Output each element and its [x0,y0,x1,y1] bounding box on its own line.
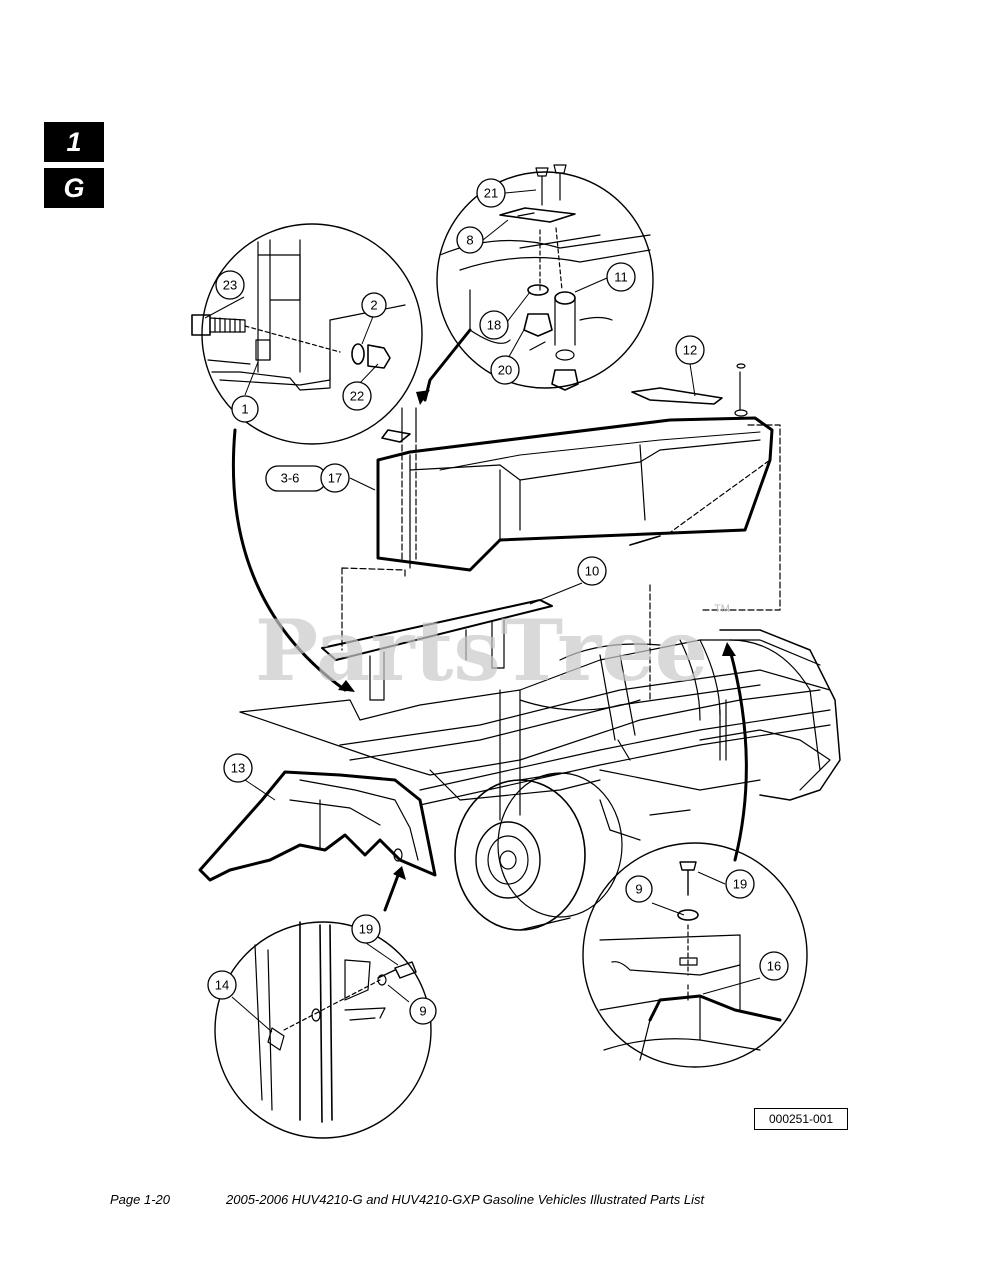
svg-text:9: 9 [419,1004,426,1019]
callout-11: 11 [606,262,636,292]
svg-text:12: 12 [683,343,697,358]
vehicle-frame [239,629,841,841]
svg-text:23: 23 [223,278,237,293]
svg-text:13: 13 [231,761,245,776]
detail-circle-bed-mount [582,842,808,1068]
watermark-text: PartsTree [255,601,708,700]
section-tab-letter: G [44,168,104,208]
callout-17: 17 [320,463,350,493]
callout-16: 16 [759,951,789,981]
callout-14: 14 [207,970,237,1000]
svg-text:9: 9 [635,882,642,897]
svg-text:11: 11 [614,270,628,285]
svg-text:20: 20 [498,363,512,378]
callout-13: 13 [223,753,253,783]
callout-8: 8 [456,226,484,254]
callout-19-left: 19 [351,914,381,944]
svg-text:14: 14 [215,978,229,993]
svg-text:16: 16 [767,959,781,974]
callout-3-6: 3-6 [265,465,327,492]
callout-19-right: 19 [725,869,755,899]
callout-10: 10 [577,556,607,586]
callout-22: 22 [342,381,372,411]
cushion-strip-12 [631,387,723,405]
svg-text:2: 2 [370,298,377,313]
watermark-tm: TM [714,603,730,615]
svg-text:10: 10 [585,564,599,579]
svg-text:22: 22 [350,389,364,404]
footer-document-title: 2005-2006 HUV4210-G and HUV4210-GXP Gaso… [226,1192,705,1207]
support-bracket-10 [321,567,651,701]
svg-text:17: 17 [328,471,342,486]
detail-circle-bracket [191,223,423,445]
section-tab-number: 1 [44,122,104,162]
callout-12: 12 [675,335,705,365]
detail-circle-fender [214,921,432,1139]
footer-page-number: Page 1-20 [110,1192,170,1207]
rear-wheel [454,771,623,931]
svg-text:21: 21 [484,186,498,201]
callout-21: 21 [476,178,506,208]
callout-2: 2 [361,292,387,318]
svg-text:8: 8 [466,233,473,248]
svg-text:19: 19 [733,877,747,892]
callout-9-right: 9 [625,875,653,903]
svg-text:19: 19 [359,922,373,937]
detail-circle-mount [436,164,654,391]
svg-text:1: 1 [241,402,248,417]
figure-number: 000251-001 [754,1108,848,1130]
callout-18: 18 [479,310,509,340]
callout-23: 23 [215,270,245,300]
callout-9-left: 9 [409,997,437,1025]
callout-20: 20 [490,355,520,385]
cargo-box-17 [376,407,781,611]
svg-text:18: 18 [487,318,501,333]
fender-13 [198,770,437,882]
callout-1: 1 [231,395,259,423]
svg-text:3-6: 3-6 [281,471,300,486]
